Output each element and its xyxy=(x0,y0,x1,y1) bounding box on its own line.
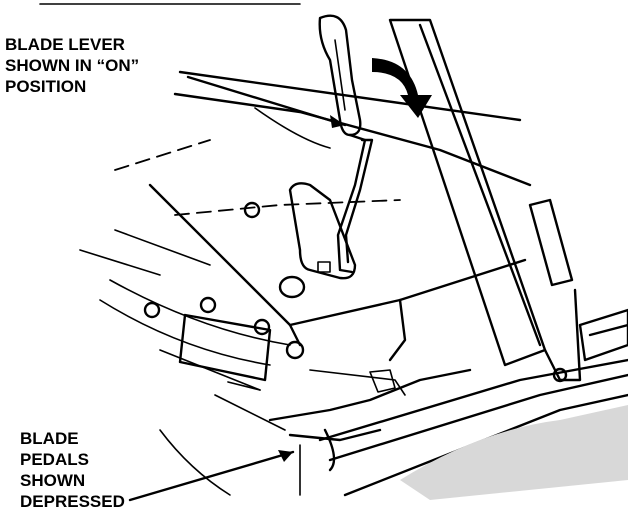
dashed-line-console xyxy=(174,199,401,216)
console-tab xyxy=(317,261,331,273)
lower-body-curve-2 xyxy=(99,299,271,366)
lever-handle-groove xyxy=(334,39,346,111)
console-knob xyxy=(243,201,261,219)
upper-panel-line xyxy=(178,70,522,122)
blade-lever-label-line1: BLADE LEVER xyxy=(5,35,125,54)
blade-pedals-label-line1: BLADE xyxy=(20,429,79,448)
dashed-line-left xyxy=(114,139,211,171)
bolt-2 xyxy=(199,296,217,314)
side-panel xyxy=(178,313,272,382)
console-curve xyxy=(254,107,331,149)
bolt-1 xyxy=(143,301,161,319)
cable-3 xyxy=(227,381,261,391)
pedal-linkage xyxy=(309,369,406,396)
right-bracket xyxy=(578,308,628,362)
lever-shaft xyxy=(336,133,367,274)
body-line-1 xyxy=(114,229,211,266)
blade-pedals-label-line3: SHOWN xyxy=(20,471,86,490)
lever-shaft-back xyxy=(344,138,374,264)
pedal-leader-arrow xyxy=(278,450,293,462)
lower-left-curve xyxy=(159,429,231,496)
right-bracket-inner xyxy=(588,323,628,337)
console-top-line xyxy=(173,92,532,187)
right-post-edge xyxy=(418,23,542,347)
console-oval xyxy=(278,275,306,299)
bolt-3 xyxy=(253,318,271,336)
post-bolt xyxy=(552,367,568,383)
lever-leader-line xyxy=(186,75,347,127)
console-side xyxy=(388,298,407,362)
lever-leader-arrow xyxy=(330,115,345,128)
deck-top-edge xyxy=(318,358,628,442)
blade-pedals-label-line4: DEPRESSED xyxy=(20,492,125,511)
pedal-leader-line xyxy=(128,450,295,502)
deck-stipple xyxy=(400,405,628,500)
cable-1 xyxy=(159,349,261,391)
post-foot xyxy=(543,288,582,382)
lower-body-curve xyxy=(109,279,291,346)
blade-lever-label-line2: SHOWN IN “ON” xyxy=(5,56,140,75)
blade-lever-label: BLADE LEVER SHOWN IN “ON” POSITION xyxy=(5,34,139,97)
deck-edge-3 xyxy=(343,393,628,497)
post-slot xyxy=(528,198,574,287)
blade-pedals-label-line2: PEDALS xyxy=(20,450,89,469)
bolt-4 xyxy=(285,340,305,360)
rotation-arrow xyxy=(372,58,432,118)
console-front-edge xyxy=(148,183,527,327)
right-post xyxy=(388,18,547,367)
pedal-lower xyxy=(288,428,382,442)
body-line-2 xyxy=(79,249,161,276)
pedal-spring xyxy=(369,369,396,393)
pedal-foot xyxy=(323,428,336,472)
cable-2 xyxy=(214,394,286,431)
deck-edge-2 xyxy=(328,373,628,462)
pedal-bar xyxy=(268,368,472,422)
lever-slot xyxy=(288,182,357,280)
blade-pedals-label: BLADE PEDALS SHOWN DEPRESSED xyxy=(20,428,125,512)
blade-lever-label-line3: POSITION xyxy=(5,77,87,96)
